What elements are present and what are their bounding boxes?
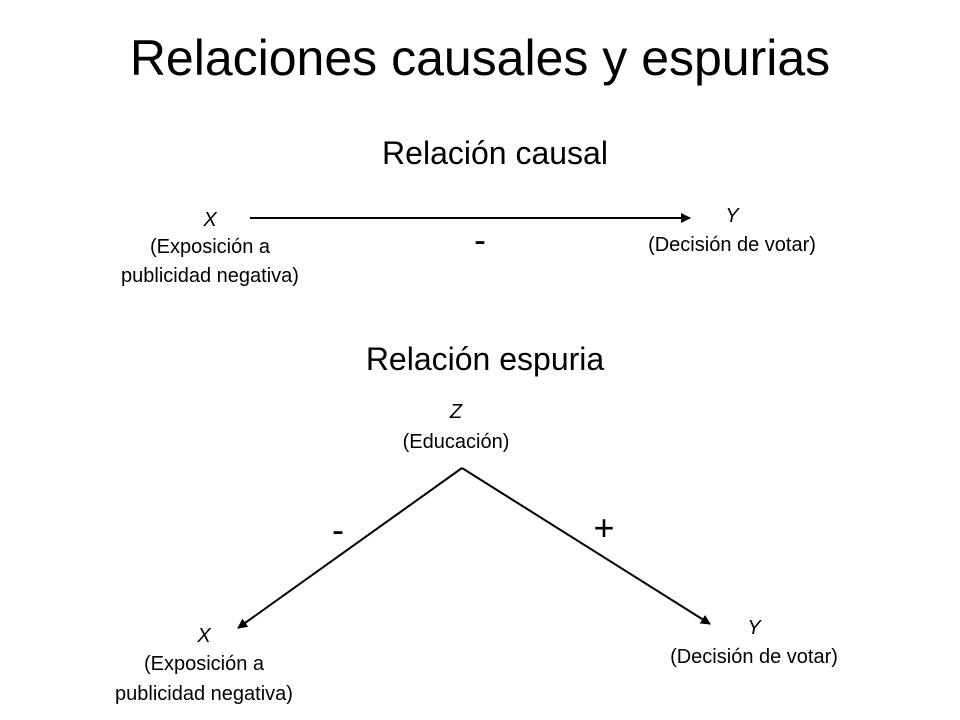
spurious-y-description: (Decisión de votar): [670, 646, 838, 668]
spurious-heading: Relación espuria: [365, 341, 605, 377]
causal-sign: -: [474, 219, 486, 260]
slide-title: Relaciones causales y espurias: [129, 30, 831, 86]
causal-heading: Relación causal: [382, 135, 608, 171]
spurious-x-description-line2: publicidad negativa): [115, 683, 293, 705]
spurious-z-description: (Educación): [402, 431, 510, 453]
spurious-x-description-line1: (Exposición a: [143, 653, 265, 675]
spurious-y-symbol: Y: [747, 617, 761, 639]
spurious-sign-to-y: +: [593, 507, 615, 548]
causal-y-description: (Decisión de votar): [648, 234, 816, 256]
spurious-arrow-z-to-y: [461, 467, 711, 625]
causal-y-symbol: Y: [725, 205, 739, 227]
spurious-arrow-z-to-x: [237, 467, 463, 629]
spurious-x-symbol: X: [197, 625, 211, 647]
spurious-sign-to-x: -: [332, 509, 344, 550]
causal-x-description-line2: publicidad negativa): [121, 265, 299, 287]
spurious-z-symbol: Z: [449, 401, 463, 423]
causal-x-symbol: X: [203, 209, 217, 231]
causal-x-description-line1: (Exposición a: [149, 236, 271, 258]
